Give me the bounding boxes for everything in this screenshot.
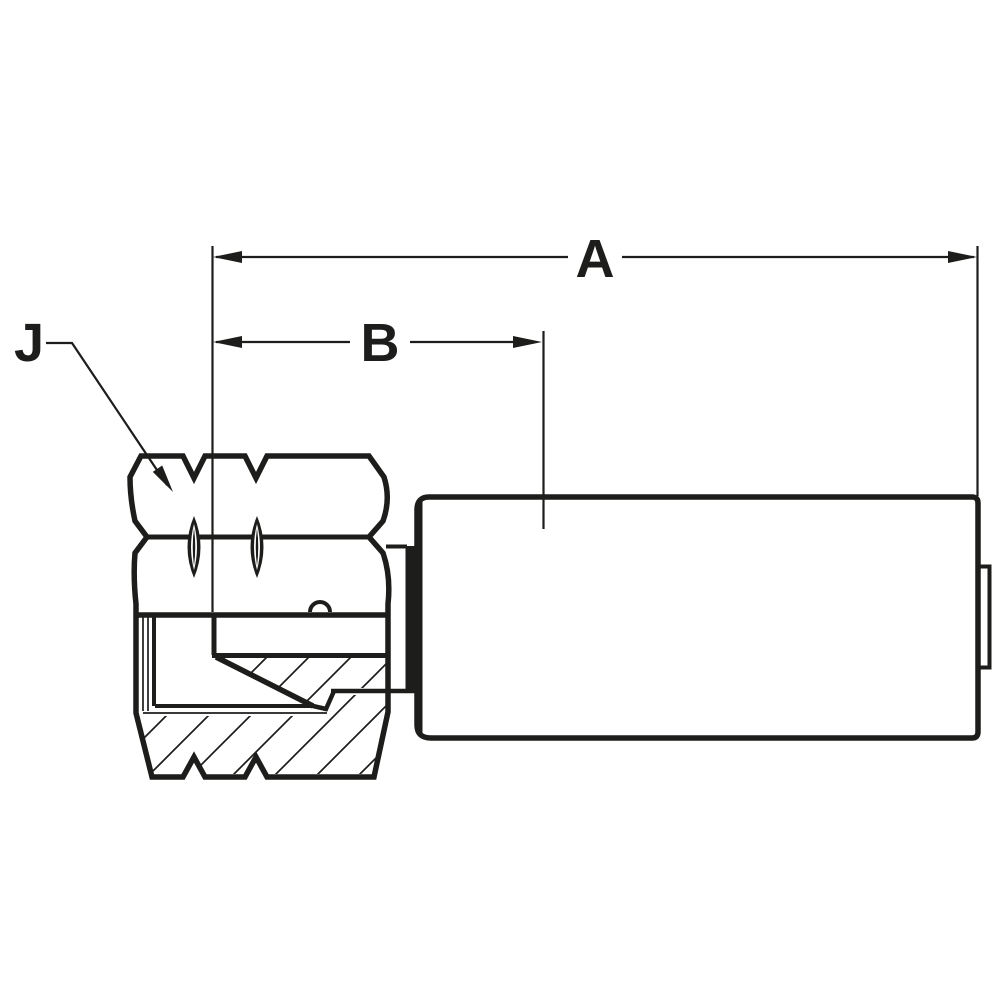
arrowhead-a-left	[213, 251, 242, 263]
seat-nose-line	[312, 690, 337, 712]
dimensions-group	[46, 246, 979, 612]
leader-J	[46, 341, 173, 492]
hex-corner-vesica-2	[250, 516, 264, 578]
arrowhead-b-left	[213, 336, 242, 348]
hex-corner-vesica-1	[187, 516, 201, 578]
dimension-B	[213, 336, 542, 348]
dim-label-A: A	[576, 229, 615, 289]
wire-bump	[308, 600, 332, 613]
dim-label-B: B	[361, 313, 400, 373]
vesica-core	[192, 528, 196, 566]
collar-group	[386, 544, 415, 691]
ferrule-body	[414, 494, 981, 741]
leader-j-line	[46, 341, 168, 486]
seat-cone-line	[214, 654, 315, 709]
arrowhead-a-right	[948, 251, 977, 263]
vesica-core	[255, 528, 259, 566]
ferrule-group	[414, 494, 992, 741]
arrowhead-j	[152, 465, 173, 492]
section-hatch-wedge	[217, 658, 386, 707]
section-hatch-slab	[138, 695, 386, 774]
arrowhead-b-right	[513, 336, 542, 348]
leader-label-J: J	[14, 313, 44, 373]
collar-bar	[405, 546, 415, 691]
dimension-A	[213, 251, 977, 263]
nut-group	[127, 453, 415, 780]
